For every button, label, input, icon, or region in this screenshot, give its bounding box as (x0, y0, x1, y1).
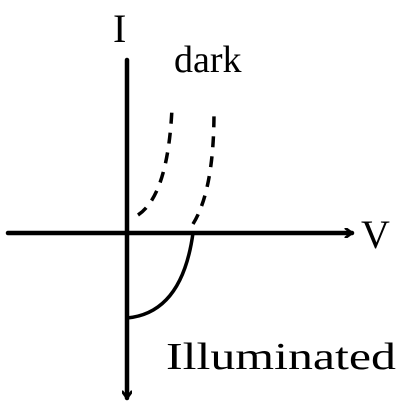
y-axis-label: I (113, 6, 126, 51)
illuminated-curve (126, 232, 195, 320)
x-axis-label: V (361, 212, 390, 257)
illuminated-curve-label: Illuminated (166, 336, 396, 378)
dark-curve-right (191, 111, 216, 225)
dark-curve-label: dark (174, 39, 242, 81)
dark-curve-left (136, 107, 174, 217)
